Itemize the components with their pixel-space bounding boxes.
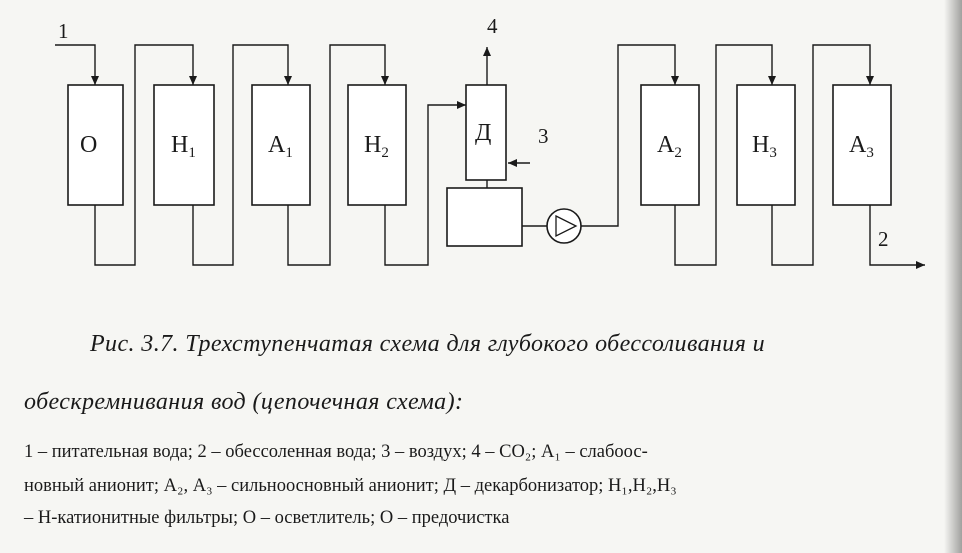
pipe-a1-h2 [287,44,389,266]
svg-text:А1: А1 [268,132,293,161]
unit-decarbonizer: Д [465,84,507,181]
unit-clarifier: О [67,84,124,206]
unit-a2-filter: А2 [640,84,700,206]
unit-a1-filter: А1 [251,84,311,206]
legend-line-2: новный анионит; А₂, А₃ – сильноосновный … [24,476,677,496]
legend-line-3: – Н-катионитные фильтры; О – осветлитель… [24,508,510,528]
svg-text:Н1: Н1 [171,132,196,161]
svg-text:Н2: Н2 [364,132,389,161]
figure-caption-line-2: обескремнивания вод (цепочечная схема): [24,389,464,415]
stream-label-2: 2 [878,227,889,251]
unit-h3-filter: Н3 [736,84,796,206]
svg-text:А2: А2 [657,132,682,161]
stream-label-1: 1 [58,19,69,43]
svg-text:А3: А3 [849,132,874,161]
pipe-h2-decarbonizer [384,101,466,266]
svg-text:Н3: Н3 [752,132,777,161]
pipe-h1-a1 [192,44,292,266]
unit-h1-filter: Н1 [153,84,215,206]
unit-a3-filter: А3 [832,84,892,206]
stream-label-3: 3 [538,124,549,148]
product-water-line [869,205,925,269]
legend-line-1: 1 – питательная вода; 2 – обессоленная в… [24,442,648,462]
pipe-h3-a3 [771,44,874,266]
feed-water-line [55,44,99,85]
pipe-o-h1 [94,44,197,266]
stream-label-4: 4 [487,14,498,38]
pipe-a2-h3 [674,44,776,266]
unit-h2-filter: Н2 [347,84,407,206]
pipe-pump-a2 [581,44,679,227]
process-flow-diagram: 1 4 3 2 О Н1 А1 Н2 Д [55,14,925,269]
svg-text:Д: Д [475,120,491,146]
page-edge-shadow [944,0,962,553]
pump [546,208,582,244]
figure-caption-line-1: Рис. 3.7. Трехступенчатая схема для глуб… [90,331,766,357]
intermediate-tank [446,187,523,247]
svg-text:О: О [80,132,97,158]
